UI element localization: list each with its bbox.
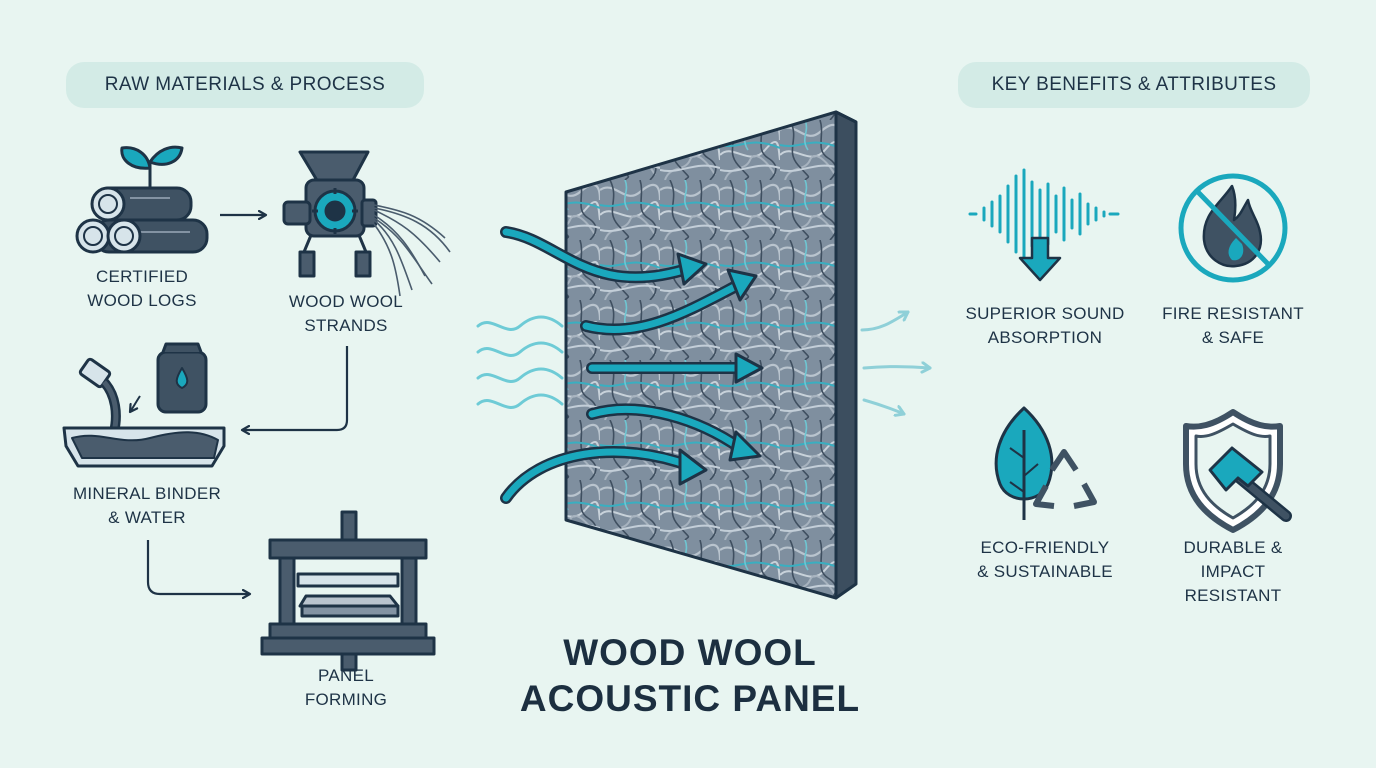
- sound-absorption-icon: [968, 168, 1120, 260]
- sound-waves-out: [860, 310, 932, 414]
- sound-waves-in: [476, 315, 564, 409]
- key-benefits-header: KEY BENEFITS & ATTRIBUTES: [958, 62, 1310, 108]
- down-arrow-icon: [1018, 236, 1062, 282]
- leaf-icon: [994, 406, 1054, 520]
- wood-logs-icon: [75, 145, 209, 254]
- flow-arrow: [146, 540, 250, 594]
- eco-friendly-label: ECO-FRIENDLY& SUSTAINABLE: [977, 538, 1113, 581]
- mineral-binder-label: MINERAL BINDER& WATER: [72, 484, 222, 527]
- hydraulic-press-icon: [260, 510, 436, 672]
- fire-resistant-label: FIRE RESISTANT& SAFE: [1162, 304, 1304, 347]
- acoustic-panel-illustration: [564, 110, 858, 600]
- raw-materials-header: RAW MATERIALS & PROCESS: [66, 62, 424, 108]
- shredder-machine-icon: [282, 150, 378, 278]
- no-fire-icon: [1178, 173, 1288, 283]
- recycle-icon: [1033, 449, 1097, 509]
- mixing-tub-icon: [62, 342, 226, 468]
- flow-arrow: [242, 346, 349, 430]
- sound-path-arrows: [500, 226, 746, 504]
- sound-arrow-heads: [676, 252, 764, 486]
- wood-wool-strands-icon: [373, 204, 451, 297]
- shield-hammer-icon: [1183, 409, 1292, 533]
